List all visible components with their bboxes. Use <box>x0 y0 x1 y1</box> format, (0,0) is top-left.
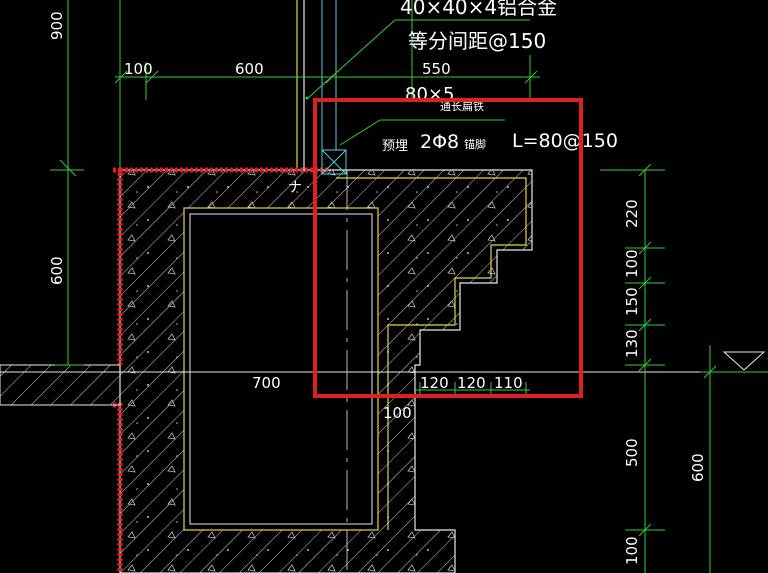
left-slab <box>0 364 121 406</box>
highlight-box <box>313 98 583 398</box>
dim-step-110: 110 <box>494 374 523 392</box>
dim-bottom-100: 100 <box>383 404 412 422</box>
step-dimension-line: 120 120 110 <box>415 374 530 398</box>
dim-right-150: 150 <box>623 287 641 316</box>
dim-step-120a: 120 <box>420 374 449 392</box>
annotation-embed-length: L=80@150 <box>512 130 618 152</box>
annotation-embed-main: 2Φ8 <box>420 131 459 153</box>
annotation-aluminum-angle: 40×40×4铝合金 <box>400 0 557 19</box>
dim-right-130: 130 <box>623 329 641 358</box>
dim-top-left-900: 900 <box>48 11 66 40</box>
annotation-embed-small: 锚脚 <box>464 137 486 151</box>
dim-step-120b: 120 <box>457 374 486 392</box>
dim-far-right-600: 600 <box>689 453 707 482</box>
dim-top-100: 100 <box>124 60 153 78</box>
dim-right-100: 100 <box>623 249 641 278</box>
embedded-plate-detail <box>321 149 347 175</box>
far-right-dimension: 600 <box>689 345 768 573</box>
dim-right-100b: 100 <box>623 536 641 565</box>
dim-right-220: 220 <box>623 199 641 228</box>
dim-top-600: 600 <box>235 60 264 78</box>
top-guide-lines <box>50 0 531 365</box>
annotation-flat-steel-suffix: 通长扁铁 <box>440 100 484 113</box>
dim-right-500: 500 <box>623 438 641 467</box>
dim-mid-700: 700 <box>252 374 281 392</box>
elevation-marker-icon <box>722 351 766 371</box>
annotation-embed-prefix: 预埋 <box>382 139 408 154</box>
annotation-spacing: 等分间距@150 <box>408 29 546 53</box>
dim-top-550: 550 <box>422 60 451 78</box>
dim-left-600: 600 <box>48 256 66 285</box>
right-dimension-chain: 220 100 150 130 500 100 <box>600 163 665 573</box>
